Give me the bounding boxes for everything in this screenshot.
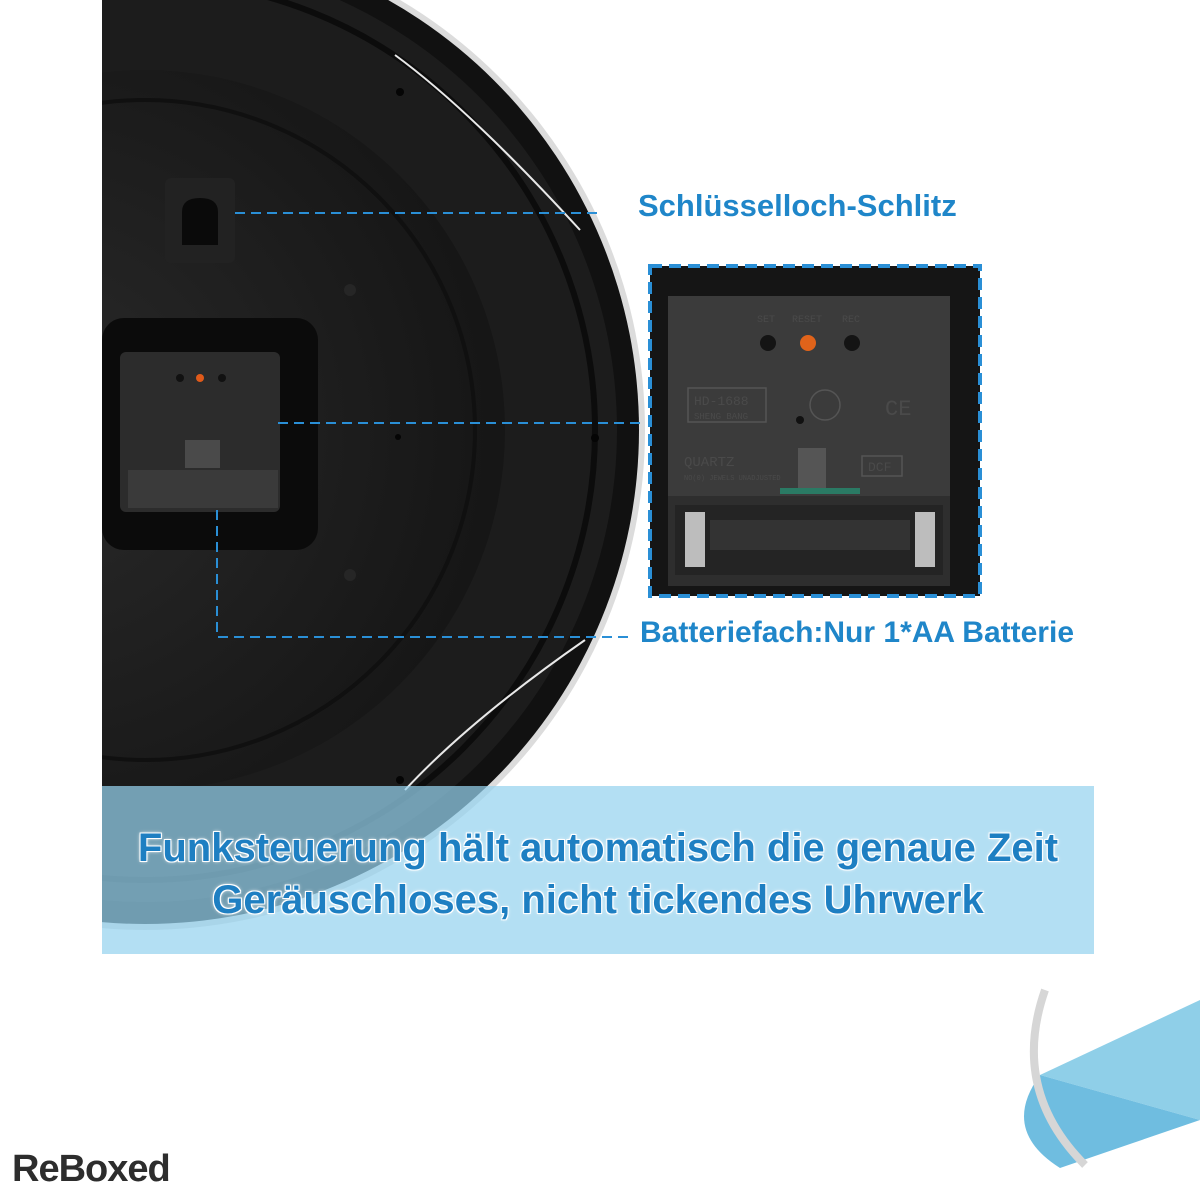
feature-line-1: Funksteuerung hält automatisch die genau… [137, 826, 1059, 870]
keyhole-slot-label: Schlüsselloch-Schlitz [638, 188, 957, 223]
rec-label: REC [842, 315, 860, 326]
reset-label: RESET [792, 315, 822, 326]
quartz-label: QUARTZ [684, 455, 734, 471]
model-label: HD-1688 [694, 394, 749, 409]
battery-compartment-label: Batteriefach:Nur 1*AA Batterie [640, 616, 1075, 649]
movement-recess [102, 318, 318, 550]
feature-line-2: Geräuschloses, nicht tickendes Uhrwerk [212, 878, 984, 922]
jewels-label: NO(0) JEWELS UNADJUSTED [684, 475, 781, 483]
movement-inset: SET RESET REC HD-1688 SHENG BANG CE QUAR… [648, 264, 982, 598]
signal-label: DCF [868, 460, 891, 475]
callout-lines [216, 212, 640, 638]
battery-callout-line [216, 510, 628, 638]
page-curl-decoration [1024, 988, 1200, 1168]
brand-logo: ReBoxed [12, 1148, 171, 1190]
feature-banner: Funksteuerung hält automatisch die genau… [102, 786, 1094, 954]
set-label: SET [757, 315, 775, 326]
ce-mark: CE [885, 397, 911, 422]
keyhole-slot [165, 178, 235, 263]
maker-label: SHENG BANG [694, 412, 748, 422]
